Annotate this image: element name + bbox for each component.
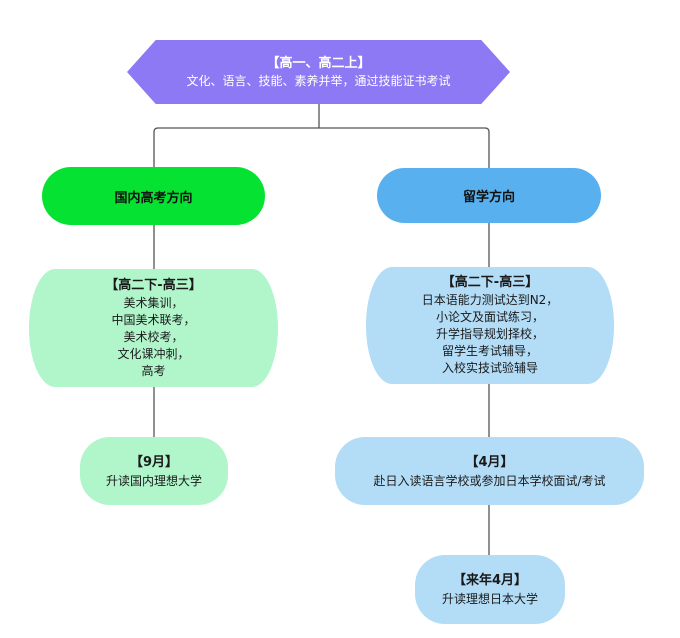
abroad-stage-head: 【高二下-高三】 xyxy=(441,275,539,290)
abroad-step-node: 【4月】 赴日入读语言学校或参加日本学校面试/考试 xyxy=(335,437,644,505)
domestic-stage-head: 【高二下-高三】 xyxy=(105,277,202,293)
abroad-step-text: 赴日入读语言学校或参加日本学校面试/考试 xyxy=(373,473,606,488)
abroad-stage-line: 升学指导规划择校， xyxy=(435,327,544,341)
abroad-result-node: 【来年4月】 升读理想日本大学 xyxy=(415,555,565,624)
domestic-stage-line: 高考 xyxy=(141,363,166,378)
abroad-stage-line: 留学生考试辅导， xyxy=(441,344,538,358)
root-title: 【高一、高二上】 xyxy=(266,55,371,71)
domestic-result-node: 【9月】 升读国内理想大学 xyxy=(80,437,228,505)
abroad-stage-line: 小论文及面试练习， xyxy=(435,310,544,324)
abroad-stage-line: 入校实技试验辅导 xyxy=(441,361,538,375)
abroad-stage-line: 日本语能力测试达到N2， xyxy=(421,293,559,307)
domestic-stage-line: 中国美术联考， xyxy=(111,312,196,327)
abroad-result-text: 升读理想日本大学 xyxy=(441,592,538,606)
abroad-stage-node: 【高二下-高三】 日本语能力测试达到N2， 小论文及面试练习， 升学指导规划择校… xyxy=(366,267,614,384)
domestic-stage-line: 美术集训， xyxy=(123,295,184,310)
domestic-stage-line: 美术校考， xyxy=(123,329,184,344)
domestic-stage-line: 文化课冲刺， xyxy=(117,346,190,361)
domestic-stage-node: 【高二下-高三】 美术集训， 中国美术联考， 美术校考， 文化课冲刺， 高考 xyxy=(29,269,278,387)
connector-split xyxy=(153,127,490,168)
domestic-branch-node: 国内高考方向 xyxy=(42,167,265,225)
abroad-branch-label: 留学方向 xyxy=(462,190,515,205)
abroad-result-head: 【来年4月】 xyxy=(452,573,528,588)
abroad-branch-node: 留学方向 xyxy=(377,168,601,223)
root-node: 【高一、高二上】 文化、语言、技能、素养并举，通过技能证书考试 xyxy=(127,40,510,104)
abroad-step-head: 【4月】 xyxy=(465,454,514,470)
domestic-result-head: 【9月】 xyxy=(129,454,179,470)
domestic-result-text: 升读国内理想大学 xyxy=(105,473,202,488)
root-subtitle: 文化、语言、技能、素养并举，通过技能证书考试 xyxy=(186,73,451,88)
domestic-branch-label: 国内高考方向 xyxy=(114,190,193,206)
